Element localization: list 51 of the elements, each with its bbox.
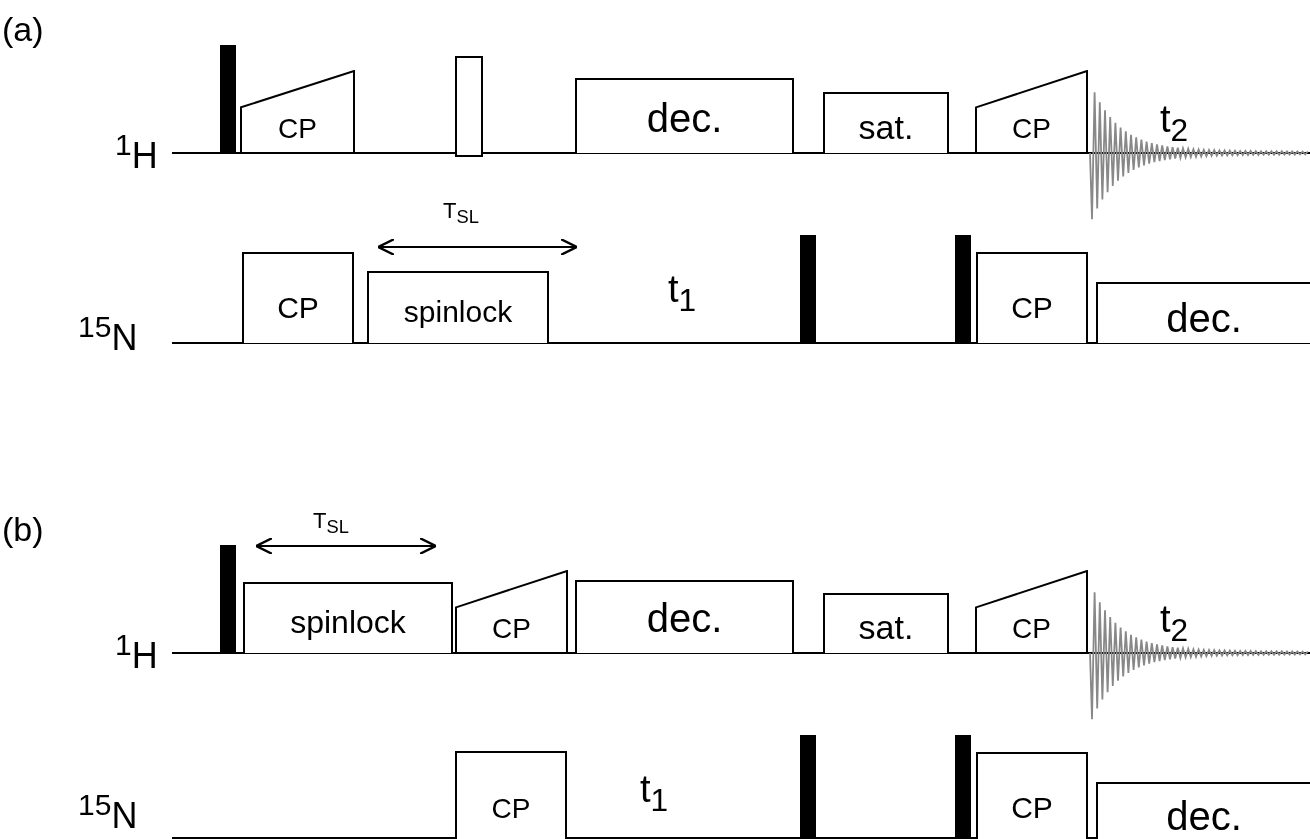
pulse-bar	[220, 545, 236, 653]
pulse-label: dec.	[645, 596, 724, 641]
pulse-block	[367, 271, 549, 343]
pulse-label: CP	[490, 793, 532, 825]
pulse-label: CP	[276, 291, 320, 325]
pulse-label: CP	[277, 113, 318, 145]
pulse-label: CP	[1010, 291, 1054, 325]
axis-label: t$_{1}$	[640, 770, 669, 817]
axis-label: (a)	[2, 12, 44, 46]
pulse-block	[1096, 782, 1310, 839]
pulse-label: sat.	[857, 108, 915, 147]
pulse-label: dec.	[645, 96, 724, 141]
pulse-block	[976, 252, 1088, 343]
pulse-label: CP	[1011, 113, 1052, 145]
axis-label: T$_{SL}$	[443, 200, 479, 227]
ramp-pulse-shape	[975, 70, 1088, 153]
axis-label: $^{1}$H	[115, 130, 158, 174]
ramp-pulse-shape	[455, 570, 568, 653]
open-pulse-bar	[455, 56, 483, 157]
pulse-bar	[800, 735, 816, 839]
axis-label: t$_{2}$	[1160, 600, 1189, 647]
pulse-label: dec.	[1165, 296, 1243, 341]
pulse-block	[823, 593, 949, 653]
pulse-label: spinlock	[289, 604, 407, 641]
ramp-pulse-shape	[975, 570, 1088, 653]
pulse-bar	[955, 235, 971, 343]
pulse-bar	[955, 735, 971, 839]
pulse-block	[1096, 282, 1310, 343]
axis-label: $^{15}$N	[78, 790, 138, 834]
pulse-block	[242, 252, 354, 343]
pulse-block	[823, 92, 949, 153]
pulse-bar	[220, 45, 236, 153]
pulse-bar	[800, 235, 816, 343]
pulse-block	[455, 751, 567, 839]
ramp-pulse-shape	[240, 70, 355, 153]
pulse-label: sat.	[857, 608, 915, 647]
pulse-block	[575, 580, 794, 653]
pulse-label: dec.	[1165, 794, 1243, 839]
pulse-label: spinlock	[402, 295, 514, 329]
axis-label: T$_{SL}$	[313, 510, 349, 537]
pulse-label: CP	[1010, 791, 1054, 825]
axis-label: $^{1}$H	[115, 630, 158, 674]
axis-label: $^{15}$N	[78, 312, 138, 356]
axis-label: (b)	[2, 512, 44, 546]
pulse-block	[976, 752, 1088, 839]
pulse-block	[575, 78, 794, 153]
axis-label: t$_{1}$	[668, 270, 697, 317]
pulse-block	[243, 582, 453, 653]
pulse-label: CP	[491, 613, 532, 645]
axis-label: t$_{2}$	[1160, 100, 1189, 147]
pulse-label: CP	[1011, 613, 1052, 645]
